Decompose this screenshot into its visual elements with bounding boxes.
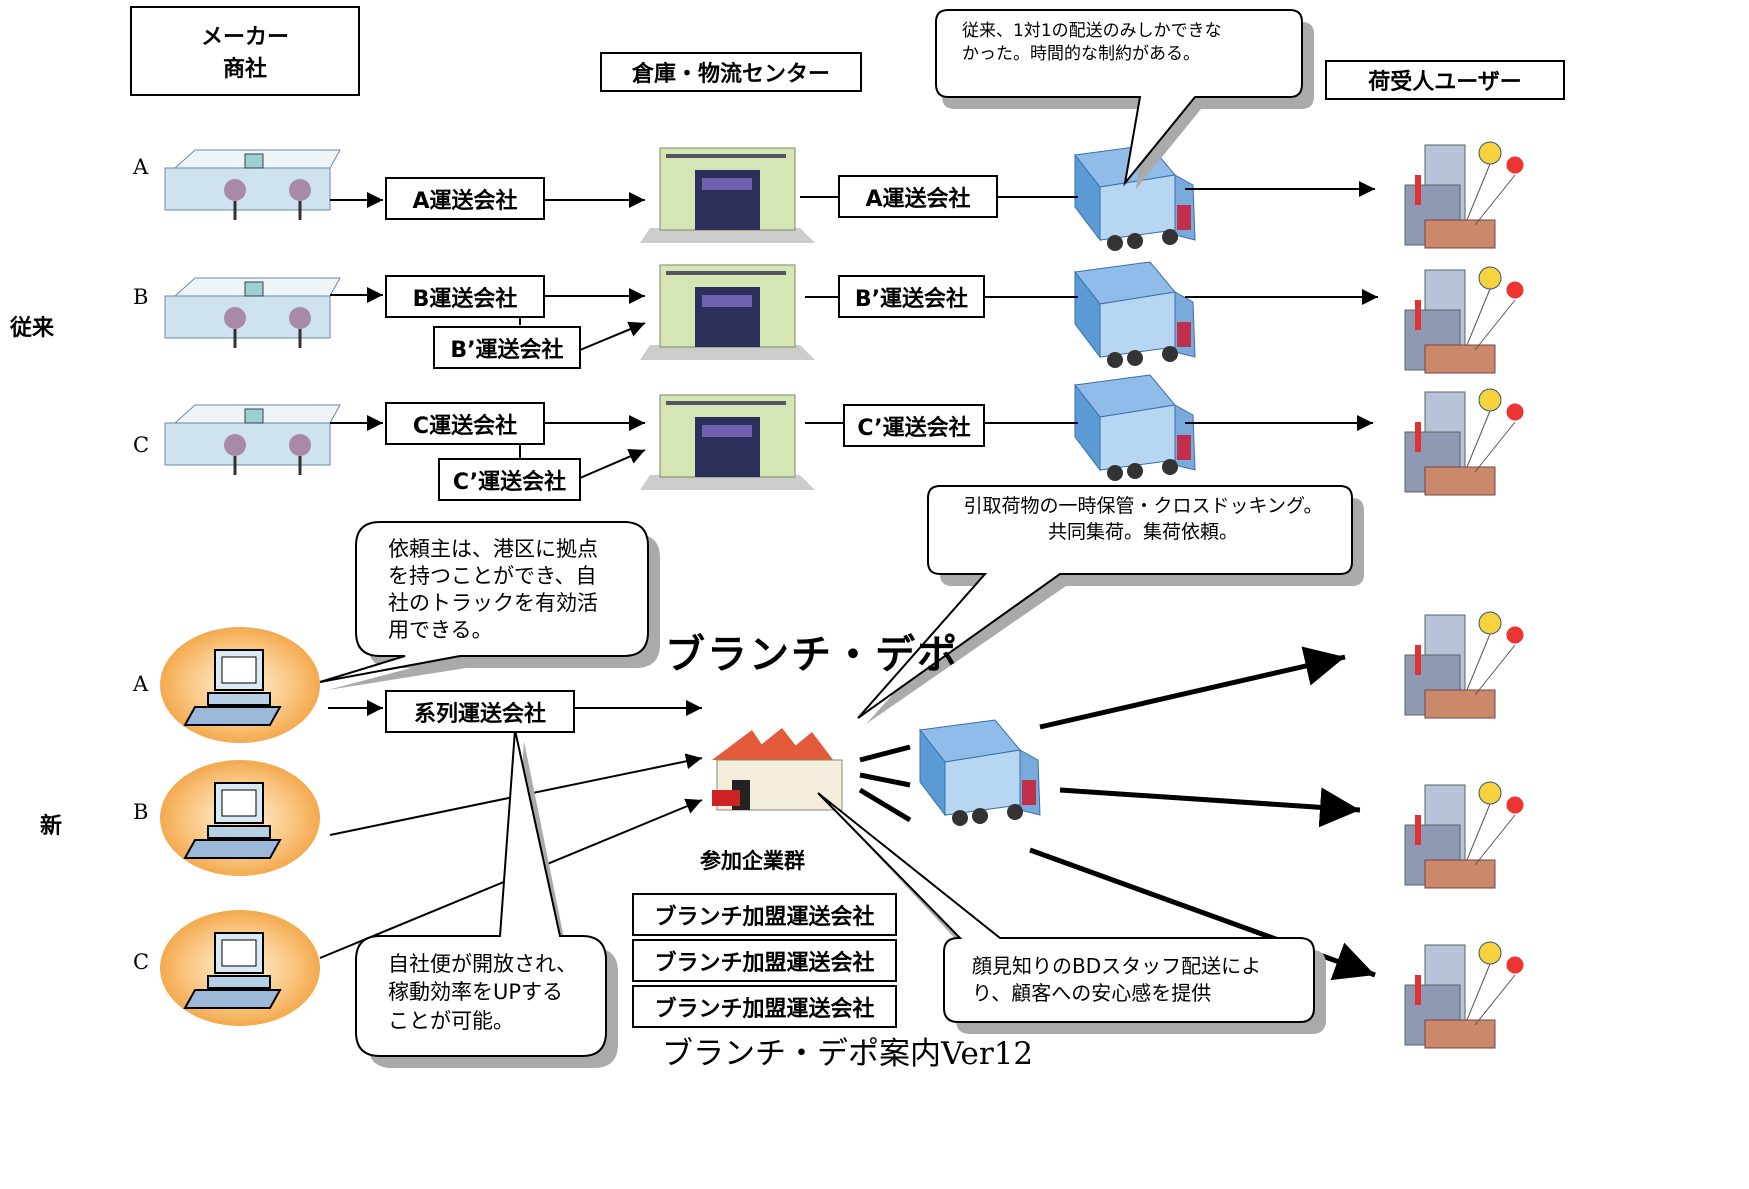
row-label-old-b: B xyxy=(133,285,149,309)
building-icon-2 xyxy=(1403,265,1527,375)
callout-staff-line2: り、顧客への安心感を提供 xyxy=(972,981,1212,1005)
header-consignee: 荷受人ユーザー xyxy=(1325,60,1565,100)
callout-client-line2: を持つことができ、自 xyxy=(388,563,597,588)
carrier-a-2: A運送会社 xyxy=(838,175,998,218)
callout-efficiency-shape xyxy=(355,729,618,1068)
office-icon-c xyxy=(163,403,342,477)
office-icon-a xyxy=(163,148,342,222)
callout-efficiency-line2: 稼動効率をUPする xyxy=(388,980,564,1005)
callout-depot-line2: 共同集荷。集荷依頼。 xyxy=(1047,520,1238,543)
section-label-old: 従来 xyxy=(10,316,55,341)
carrier-b-alt: B’運送会社 xyxy=(433,326,581,369)
callout-client-shape xyxy=(319,521,660,690)
building-icon-5 xyxy=(1403,780,1527,890)
section-label-new: 新 xyxy=(40,814,63,839)
truck-icon-c xyxy=(1074,374,1196,482)
participants-title: 参加企業群 xyxy=(700,849,805,873)
truck-icon-b xyxy=(1074,261,1196,369)
pc-icon-b xyxy=(159,759,321,877)
carrier-b-1: B運送会社 xyxy=(385,275,545,318)
carrier-c-alt: C’運送会社 xyxy=(438,458,581,501)
carrier-c-1: C運送会社 xyxy=(385,402,545,445)
affiliate-carrier-box: 系列運送会社 xyxy=(385,690,575,733)
callout-top-shape xyxy=(935,9,1314,189)
header-maker-line2: 商社 xyxy=(222,57,267,82)
callout-efficiency-text: 自社便が開放され、 稼動効率をUPする ことが可能。 xyxy=(388,950,577,1035)
header-maker: メーカー 商社 xyxy=(130,6,360,96)
callout-client-line1: 依頼主は、港区に拠点 xyxy=(388,537,598,561)
row-label-new-c: C xyxy=(133,950,150,974)
header-maker-line1: メーカー xyxy=(200,25,289,50)
building-icon-6 xyxy=(1403,940,1527,1050)
member-carrier-3: ブランチ加盟運送会社 xyxy=(632,985,897,1028)
building-icon-3 xyxy=(1403,387,1527,497)
header-warehouse: 倉庫・物流センター xyxy=(600,52,862,92)
warehouse-icon-a xyxy=(639,147,816,244)
building-icon-4 xyxy=(1403,610,1527,720)
pc-icon-c xyxy=(159,909,321,1027)
callout-staff-shape xyxy=(817,792,1326,1034)
member-carrier-1: ブランチ加盟運送会社 xyxy=(632,893,897,936)
callout-efficiency-line1: 自社便が開放され、 xyxy=(388,952,578,976)
office-icon-b xyxy=(163,276,342,350)
callout-client-line3: 社のトラックを有効活 xyxy=(388,590,598,615)
callout-depot-line1: 引取荷物の一時保管・クロスドッキング。 xyxy=(963,495,1323,517)
callout-depot-text: 引取荷物の一時保管・クロスドッキング。 共同集荷。集荷依頼。 xyxy=(948,494,1338,545)
building-icon-1 xyxy=(1403,140,1527,250)
delivery-truck-icon xyxy=(919,719,1041,827)
footer-caption: ブランチ・デポ案内Ver12 xyxy=(662,1036,1034,1072)
warehouse-icon-b xyxy=(639,264,816,361)
callout-top-line1: 従来、1対1の配送のみしかできな xyxy=(962,21,1222,41)
callout-top-line2: かった。時間的な制約がある。 xyxy=(962,43,1200,64)
row-label-new-a: A xyxy=(133,672,149,696)
callout-client-text: 依頼主は、港区に拠点 を持つことができ、自 社のトラックを有効活 用できる。 xyxy=(388,536,598,644)
callout-client-line4: 用できる。 xyxy=(388,617,493,642)
carrier-b-2: B’運送会社 xyxy=(838,275,985,318)
member-carrier-2: ブランチ加盟運送会社 xyxy=(632,939,897,982)
warehouse-icon-c xyxy=(639,394,816,491)
callout-top-text: 従来、1対1の配送のみしかできな かった。時間的な制約がある。 xyxy=(962,20,1222,66)
carrier-c-2: C’運送会社 xyxy=(843,404,985,447)
row-label-new-b: B xyxy=(133,800,149,824)
callout-depot-shape xyxy=(857,485,1364,724)
callout-efficiency-line3: ことが可能。 xyxy=(388,1008,514,1033)
callout-staff-line1: 顔見知りのBDスタッフ配送によ xyxy=(972,954,1262,978)
callout-staff-text: 顔見知りのBDスタッフ配送によ り、顧客への安心感を提供 xyxy=(972,953,1261,1007)
carrier-a-1: A運送会社 xyxy=(385,177,545,220)
row-label-old-a: A xyxy=(133,155,149,179)
depot-title: ブランチ・デポ xyxy=(665,632,959,678)
row-label-old-c: C xyxy=(133,433,150,457)
pc-icon-a xyxy=(159,626,321,744)
